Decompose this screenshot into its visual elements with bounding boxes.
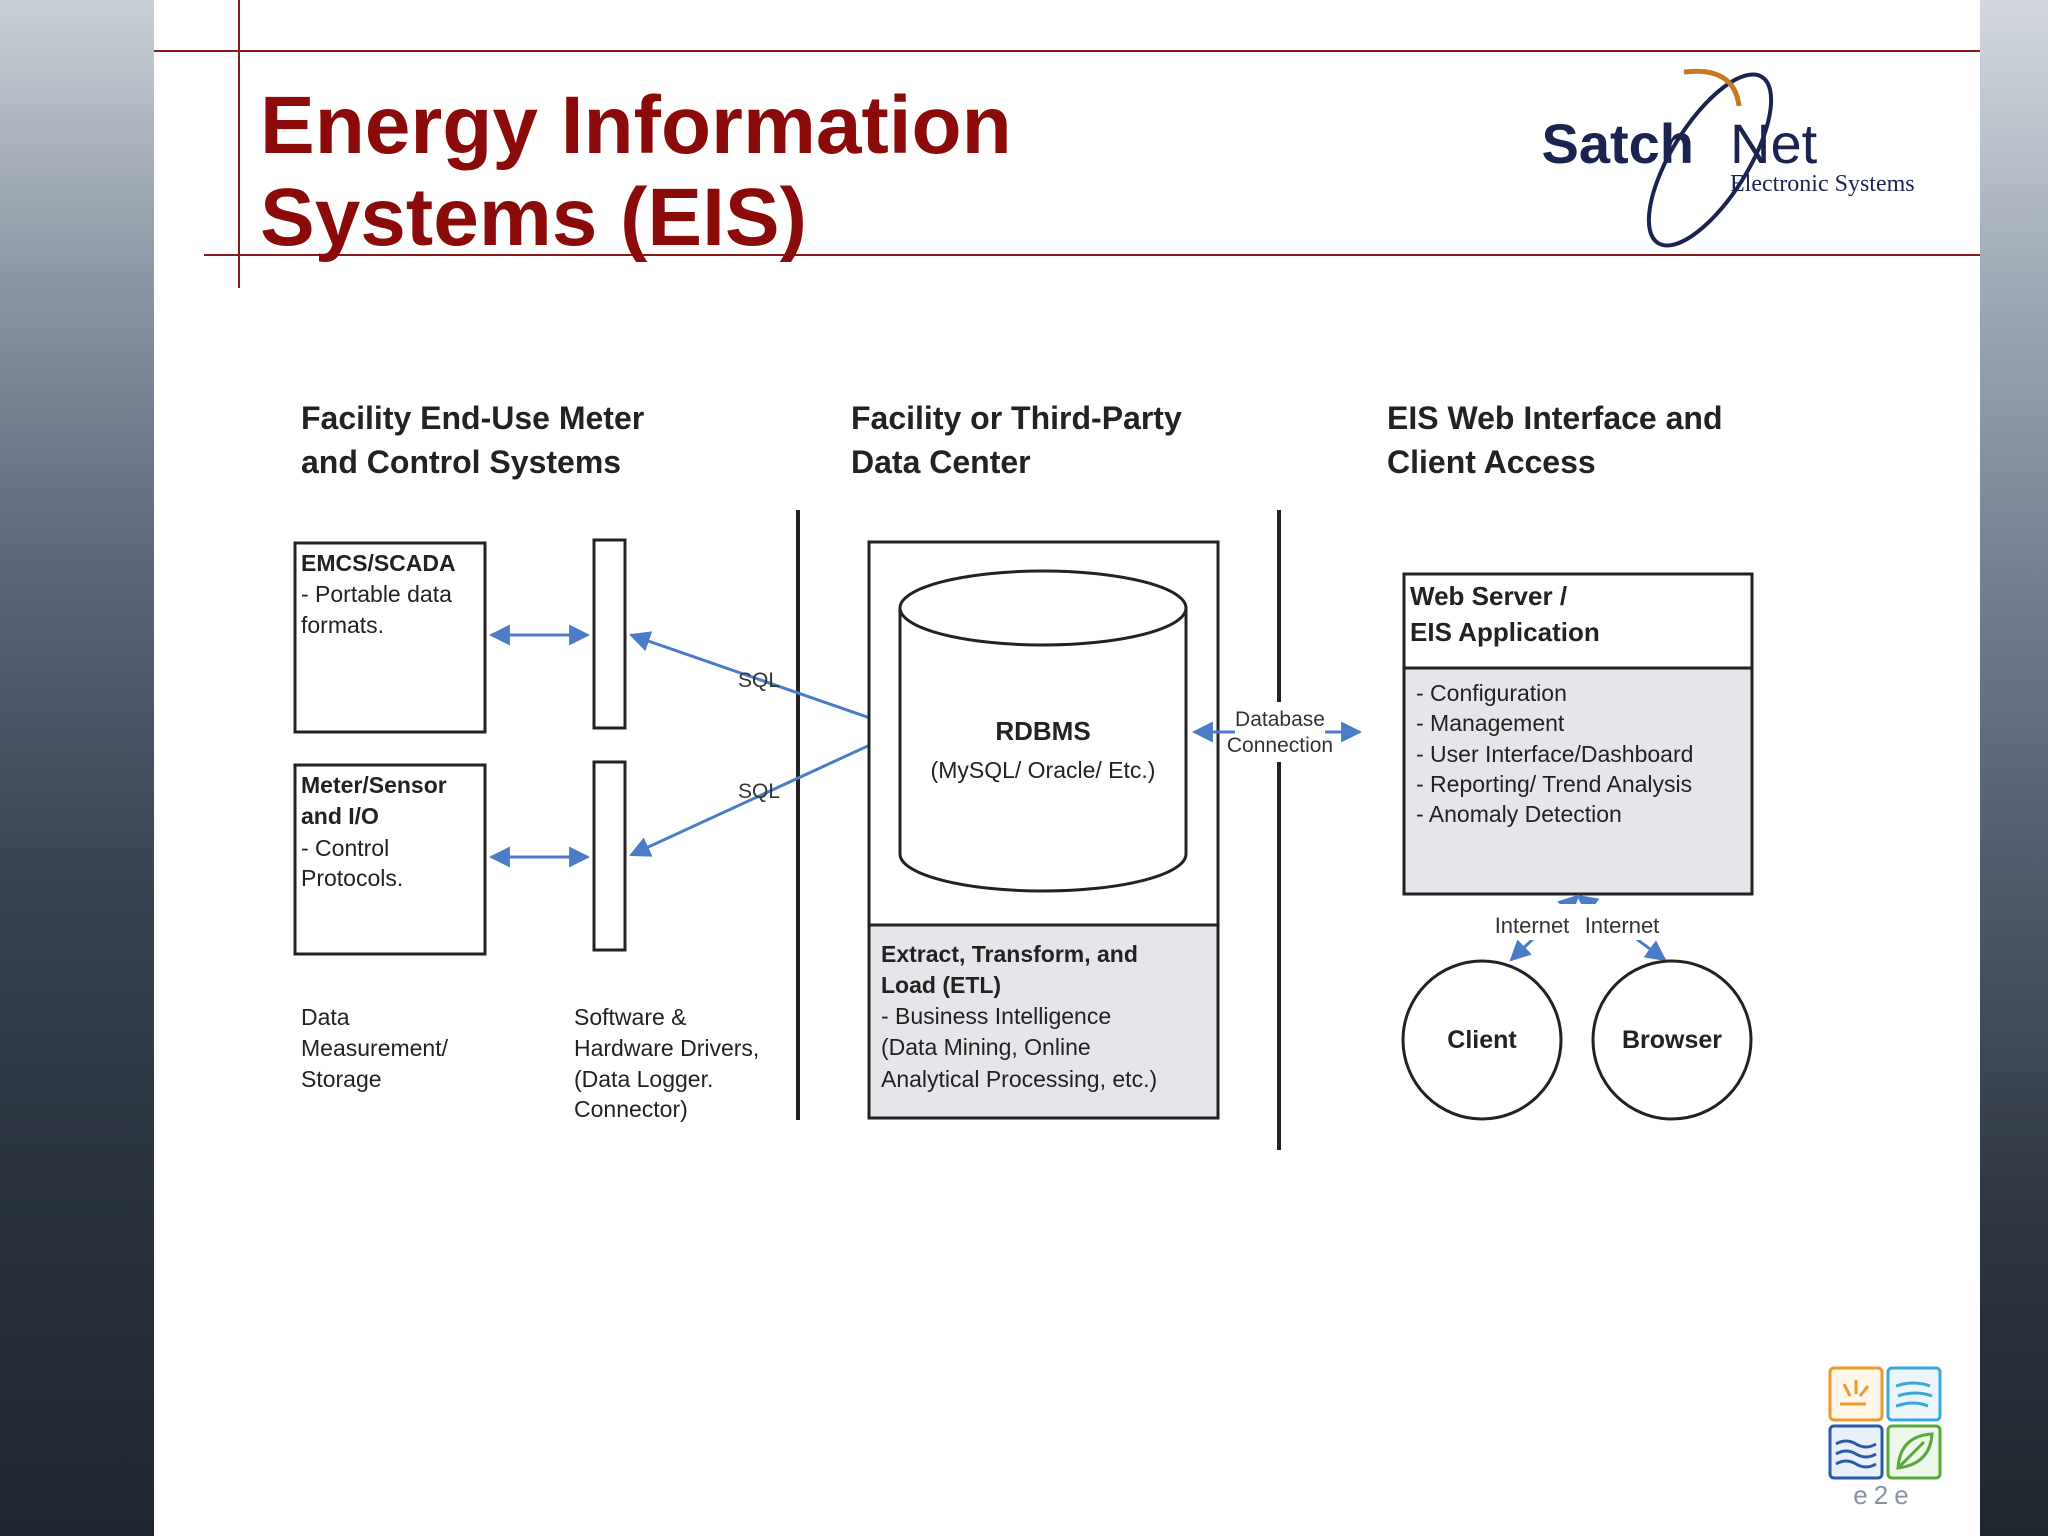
internet-labels-bg bbox=[1490, 904, 1666, 940]
eis-architecture-diagram: Facility End-Use Meter and Control Syste… bbox=[293, 400, 1754, 1150]
web-server-title-line1: Web Server / bbox=[1410, 581, 1567, 611]
title-underline bbox=[204, 254, 1980, 256]
e2e-text: e2e bbox=[1853, 1480, 1914, 1510]
leaf-icon bbox=[1896, 1432, 1934, 1470]
sql-arrow-top bbox=[629, 631, 898, 731]
etl-line3: Analytical Processing, etc.) bbox=[881, 1066, 1157, 1092]
meter-line1: - Control bbox=[301, 835, 389, 861]
etl-line1: - Business Intelligence bbox=[881, 1003, 1111, 1029]
title-line-1: Energy Information bbox=[260, 80, 1012, 171]
slide: Energy Information Systems (EIS) Satch N… bbox=[154, 0, 1980, 1536]
db-connection-line1: Database bbox=[1235, 708, 1325, 731]
web-server-item-5: - Anomaly Detection bbox=[1416, 801, 1622, 827]
data-label-line3: Storage bbox=[301, 1066, 382, 1092]
col3-heading-line1: EIS Web Interface and bbox=[1387, 400, 1723, 436]
satchnet-logo: Satch Net Electronic Systems bbox=[1542, 68, 1915, 248]
top-rule bbox=[154, 50, 1980, 52]
etl-title-line1: Extract, Transform, and bbox=[881, 941, 1138, 967]
data-label-line2: Measurement/ bbox=[301, 1035, 449, 1061]
web-server-features-panel bbox=[1402, 666, 1754, 896]
meter-title-line1: Meter/Sensor bbox=[301, 772, 447, 798]
left-background-panel bbox=[0, 0, 154, 1536]
cylinder-body bbox=[898, 608, 1188, 893]
internet-label-right: Internet bbox=[1585, 913, 1660, 938]
rdbms-title: RDBMS bbox=[995, 716, 1090, 746]
sun-icon bbox=[1840, 1380, 1870, 1406]
web-server-item-3: - User Interface/Dashboard bbox=[1416, 741, 1693, 767]
drivers-label-line1: Software & bbox=[574, 1004, 687, 1030]
cylinder-top bbox=[898, 569, 1188, 647]
drivers-label-line2: Hardware Drivers, bbox=[574, 1035, 759, 1061]
sql-label-top: SQL bbox=[738, 669, 780, 692]
etl-panel bbox=[867, 923, 1220, 1120]
web-server-title-line2: EIS Application bbox=[1410, 617, 1600, 647]
drivers-label-line3: (Data Logger. bbox=[574, 1066, 713, 1092]
etl-title-line2: Load (ETL) bbox=[881, 972, 1001, 998]
rdbms-subtitle: (MySQL/ Oracle/ Etc.) bbox=[931, 757, 1156, 783]
meter-title-line2: and I/O bbox=[301, 803, 379, 829]
drivers-label-line4: Connector) bbox=[574, 1096, 688, 1122]
col1-heading-line1: Facility End-Use Meter bbox=[301, 400, 644, 436]
logo-satch-text: Satch bbox=[1542, 112, 1695, 175]
db-connection-line2: Connection bbox=[1227, 734, 1333, 757]
emcs-line2: formats. bbox=[301, 612, 384, 638]
driver-bar-bottom bbox=[592, 760, 627, 952]
client-circle bbox=[1401, 959, 1563, 1121]
web-server-item-4: - Reporting/ Trend Analysis bbox=[1416, 771, 1692, 797]
title-line-2: Systems (EIS) bbox=[260, 172, 807, 263]
meter-line2: Protocols. bbox=[301, 865, 403, 891]
logo-tagline: Electronic Systems bbox=[1730, 171, 1915, 197]
wind-icon bbox=[1895, 1381, 1933, 1408]
internet-label-left: Internet bbox=[1495, 913, 1570, 938]
col3-heading-line2: Client Access bbox=[1387, 444, 1596, 480]
page-title: Energy Information Systems (EIS) bbox=[260, 80, 1012, 264]
rdbms-cylinder bbox=[898, 569, 1188, 893]
web-server-item-2: - Management bbox=[1416, 710, 1565, 736]
emcs-scada-box bbox=[293, 541, 487, 734]
sql-arrow-bottom bbox=[629, 731, 898, 857]
logo-net-text: Net bbox=[1730, 112, 1818, 175]
e2e-logo: e2e bbox=[1828, 1366, 1942, 1510]
etl-line2: (Data Mining, Online bbox=[881, 1034, 1091, 1060]
logo-orbit-accent bbox=[1683, 68, 1742, 107]
sql-label-bottom: SQL bbox=[738, 780, 780, 803]
web-server-item-1: - Configuration bbox=[1416, 680, 1567, 706]
data-label-line1: Data bbox=[301, 1004, 350, 1030]
browser-label: Browser bbox=[1622, 1026, 1722, 1054]
emcs-title: EMCS/SCADA bbox=[301, 550, 456, 576]
col1-heading-line2: and Control Systems bbox=[301, 444, 621, 480]
water-icon bbox=[1835, 1439, 1877, 1469]
e2e-water-tile bbox=[1828, 1424, 1884, 1480]
browser-circle bbox=[1591, 959, 1753, 1121]
col2-heading-line2: Data Center bbox=[851, 444, 1031, 480]
emcs-line1: - Portable data bbox=[301, 581, 452, 607]
meter-sensor-box bbox=[293, 763, 487, 956]
right-background-panel bbox=[1980, 0, 2048, 1536]
title-vertical-rule bbox=[238, 0, 240, 288]
client-label: Client bbox=[1447, 1026, 1517, 1054]
db-connection-label-bg bbox=[1235, 702, 1325, 762]
col2-heading-line1: Facility or Third-Party bbox=[851, 400, 1182, 436]
driver-bar-top bbox=[592, 538, 627, 730]
logo-orbit-ellipse bbox=[1646, 72, 1774, 248]
